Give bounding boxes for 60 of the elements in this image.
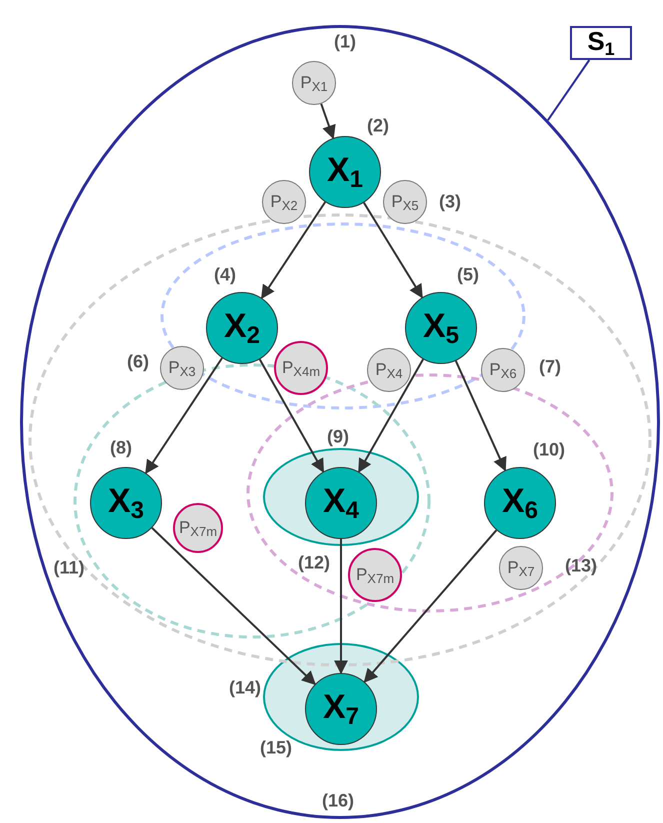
node-label: X$_{2}$ xyxy=(224,308,260,348)
callout-number: (9) xyxy=(327,426,349,448)
node-label: X$_{7}$ xyxy=(322,690,360,728)
variable-circle xyxy=(206,292,278,364)
variable-circle xyxy=(305,673,377,745)
callout-number: (12) xyxy=(298,552,330,574)
callout-number: (15) xyxy=(260,738,292,758)
node-label: P$_{X7m}$ xyxy=(356,566,394,584)
arrow xyxy=(364,530,498,683)
arrow xyxy=(363,202,423,298)
parameter-circle xyxy=(262,180,306,224)
node-label: P$_{X1}$ xyxy=(300,74,328,92)
node-label: P$_{X3}$ xyxy=(168,358,196,378)
arrow xyxy=(454,360,506,472)
parameter-circle xyxy=(367,348,411,392)
node-label: P$_{X7m}$ xyxy=(178,518,218,538)
node-label: X$_{1}$ xyxy=(326,152,364,192)
node-label: P$_{X2}$ xyxy=(270,192,298,212)
arrow xyxy=(151,527,316,686)
node-label: P$_{X4m}$ xyxy=(282,358,320,378)
node-label: P$_{X4}$ xyxy=(375,360,403,380)
node-label: P$_{X5}$ xyxy=(391,192,419,212)
arrow xyxy=(320,103,336,140)
parameter-circle xyxy=(160,346,204,390)
callout-number: (6) xyxy=(127,352,149,372)
callout-number: (14) xyxy=(229,678,261,698)
node-label: P$_{X7}$ xyxy=(507,558,535,578)
node-label: X$_{5}$ xyxy=(422,308,460,348)
callout-number: (10) xyxy=(533,440,565,460)
callout-number: (4) xyxy=(214,264,236,286)
arrow xyxy=(358,358,424,473)
parameter-circle xyxy=(383,180,427,224)
callout-number: (7) xyxy=(539,356,561,378)
arrow xyxy=(258,358,324,473)
leader-line xyxy=(547,59,590,121)
parameter-circle xyxy=(274,341,328,395)
parameter-circle xyxy=(348,548,402,602)
parameter-circle xyxy=(499,546,543,590)
node-label: X$_{6}$ xyxy=(502,484,538,522)
callout-number: (11) xyxy=(53,558,85,578)
node-label: P$_{X6}$ xyxy=(489,360,517,380)
node-label: X$_{3}$ xyxy=(108,484,144,522)
variable-circle xyxy=(405,292,477,364)
parameter-circle xyxy=(292,61,336,105)
callout-number: (16) xyxy=(322,790,354,812)
callout-number: (8) xyxy=(110,438,132,458)
arrow xyxy=(334,539,348,674)
parameter-circle xyxy=(173,503,223,553)
callout-number: (5) xyxy=(457,264,479,286)
system-ellipse xyxy=(20,25,660,819)
callout-number: (13) xyxy=(565,556,597,576)
callout-number: (1) xyxy=(334,32,356,52)
node-label: S$_{1}$ xyxy=(587,28,615,58)
callout-number: (3) xyxy=(439,192,461,212)
parameter-circle xyxy=(481,348,525,392)
node-label: X$_{4}$ xyxy=(322,484,360,522)
arrow xyxy=(145,357,223,474)
callout-number: (2) xyxy=(367,116,389,136)
variable-circle xyxy=(309,136,381,208)
arrow xyxy=(260,201,326,300)
